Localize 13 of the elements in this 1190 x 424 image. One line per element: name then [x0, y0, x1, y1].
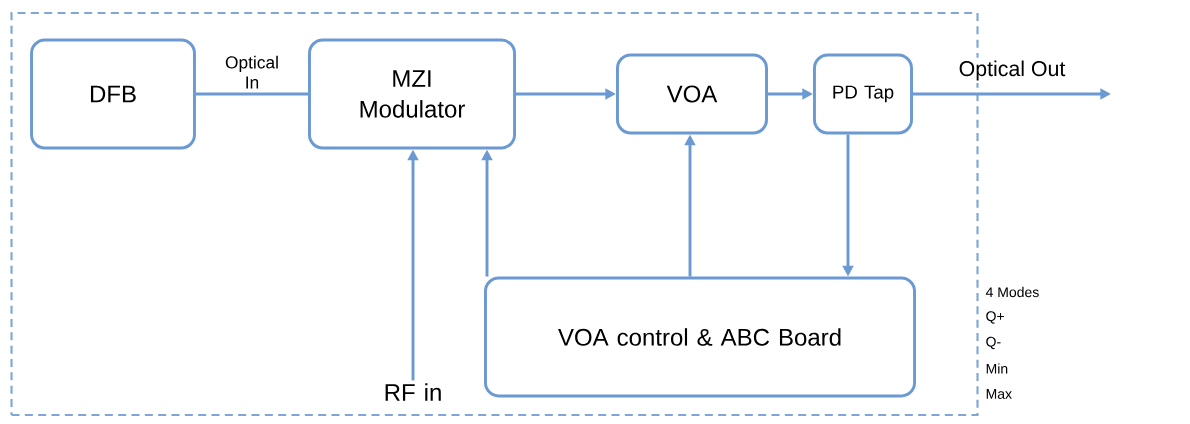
- mode-label: Max: [986, 389, 1012, 399]
- block-box: MZI Modulator: [308, 38, 516, 150]
- mode-label: Q-: [986, 336, 1001, 350]
- input-label: RF in: [385, 383, 441, 401]
- block-box: VOA: [616, 53, 768, 135]
- edge-label: Optical In: [219, 54, 285, 90]
- block-box: VOA control & ABC Board: [484, 276, 916, 398]
- block-box: DFB: [30, 38, 196, 150]
- block-box: PD Tap: [813, 53, 913, 135]
- mode-label: 4 Modes: [985, 286, 1039, 298]
- mode-label: Q+: [986, 311, 1004, 324]
- mode-label: Min: [986, 363, 1008, 374]
- edge-label: Optical Out: [956, 57, 1068, 84]
